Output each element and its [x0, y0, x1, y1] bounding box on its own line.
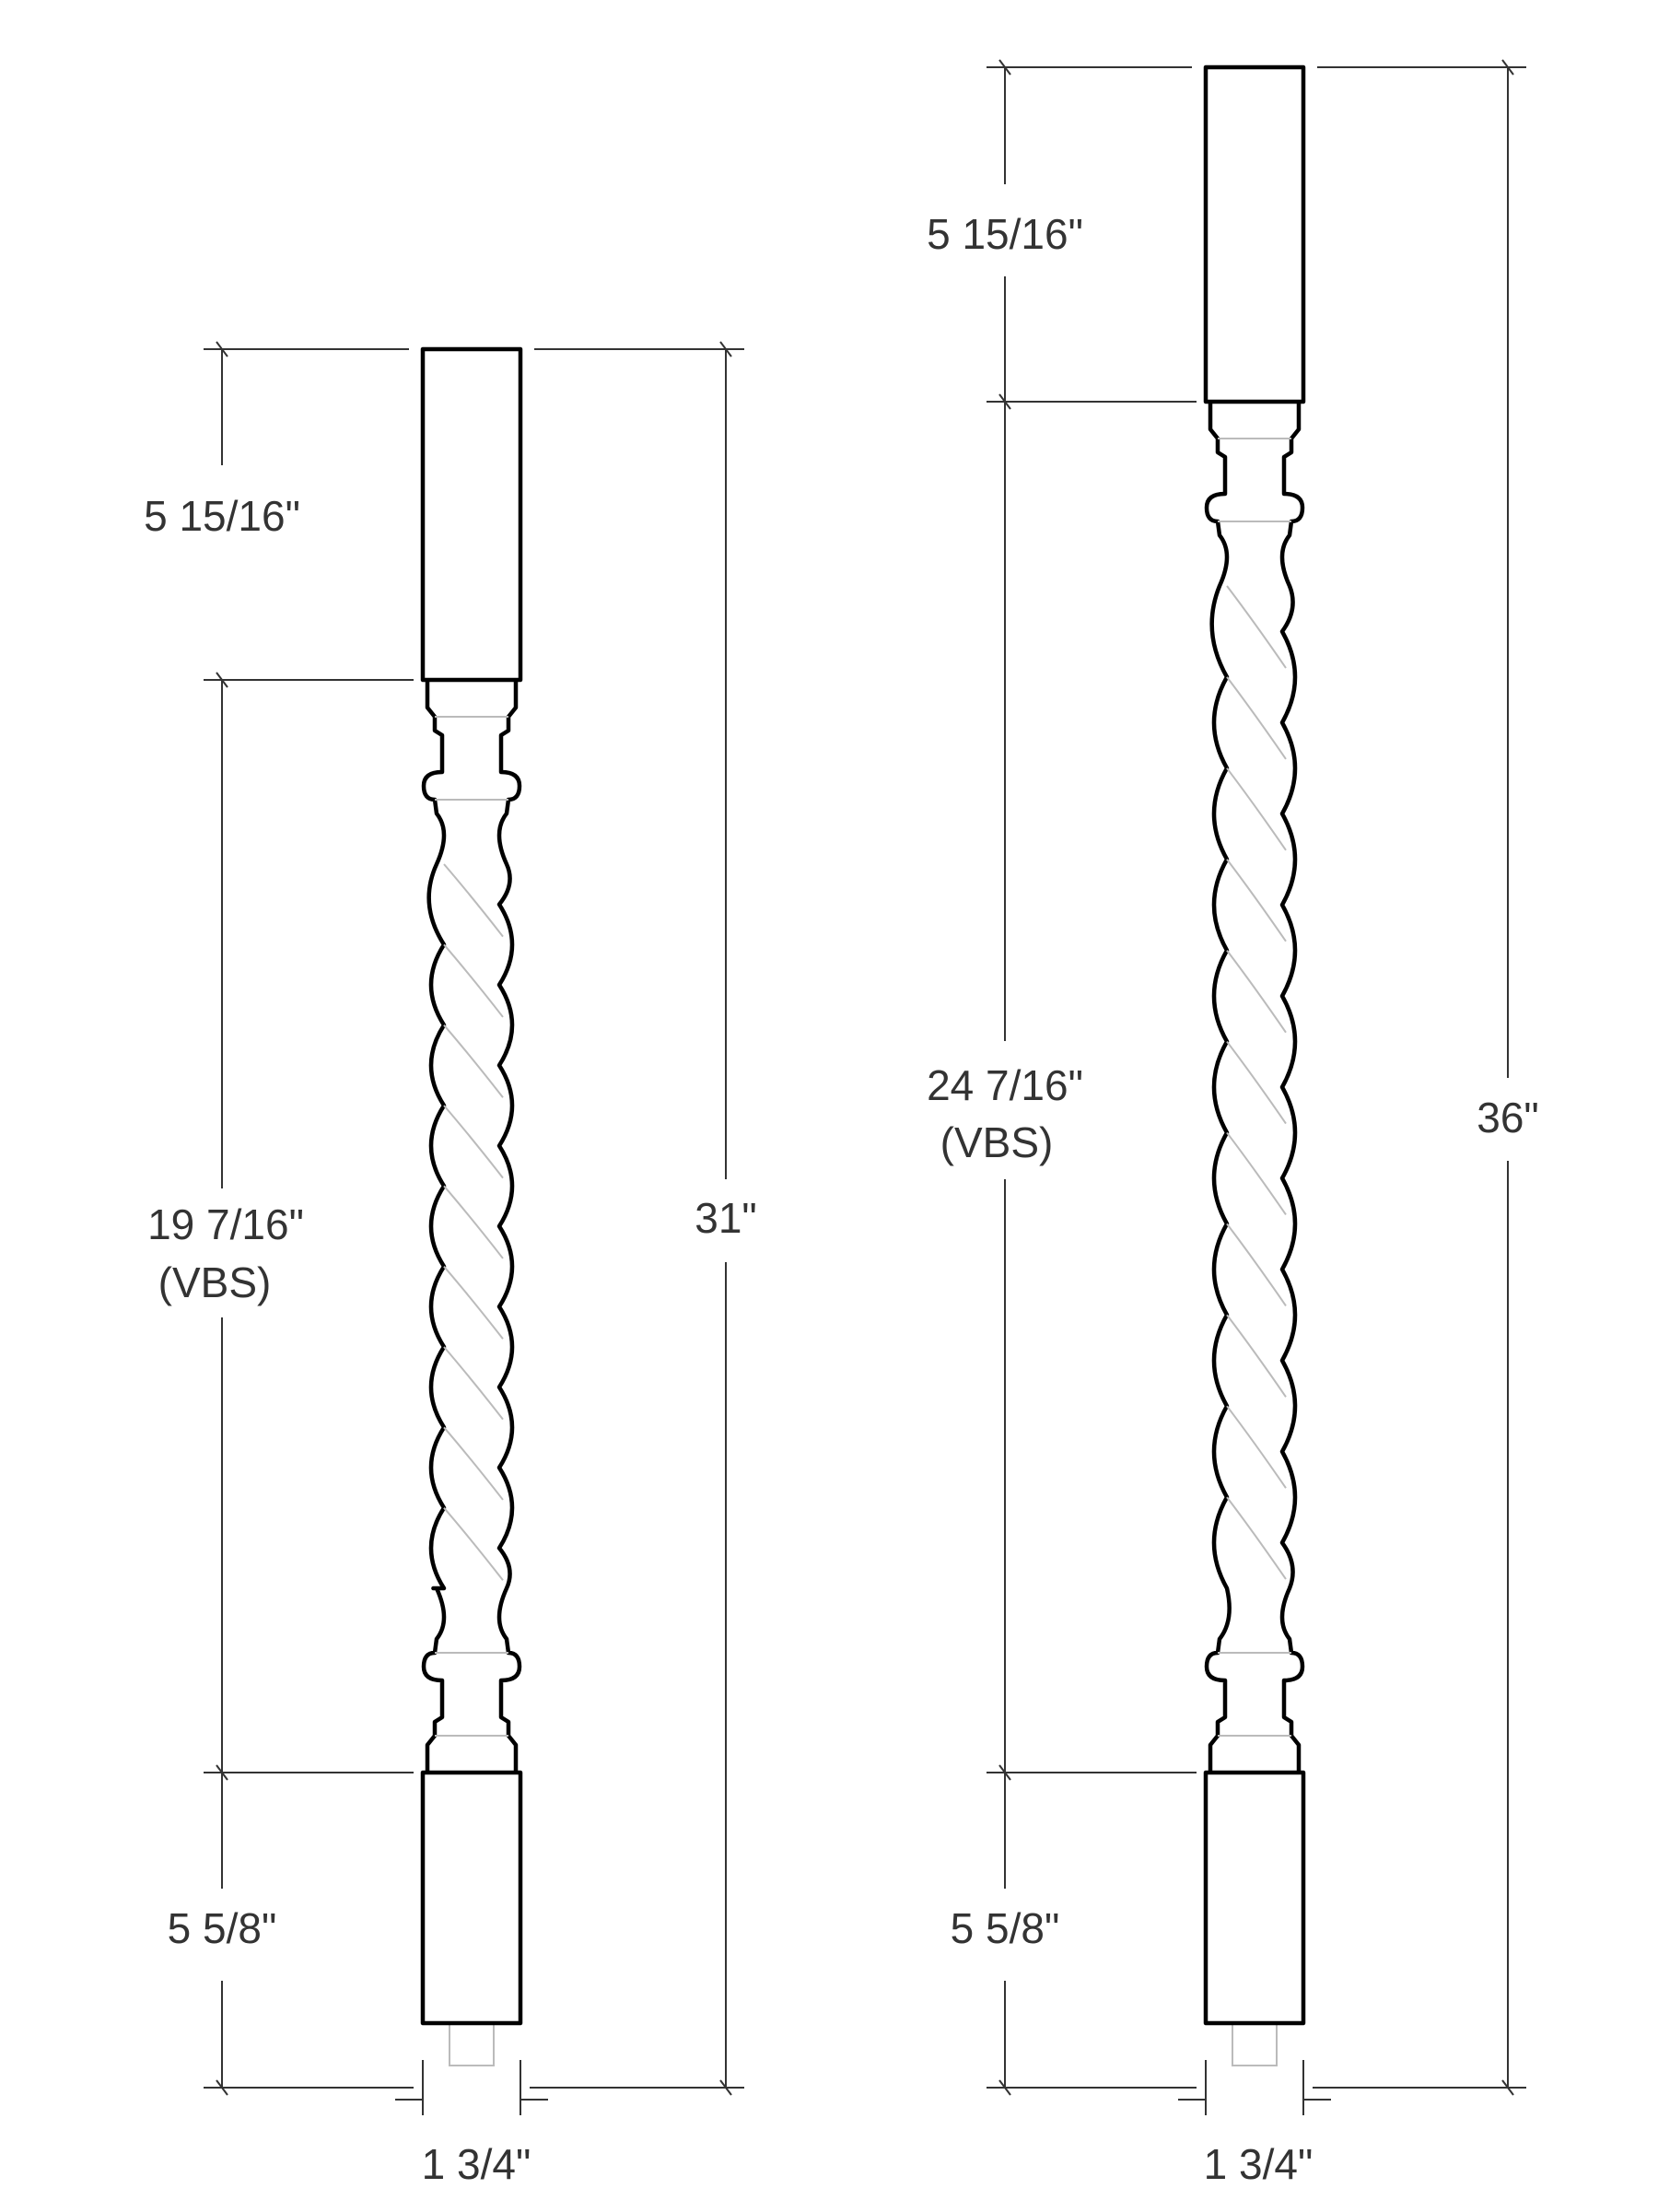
twist-spiral-lines [443, 863, 504, 1581]
bottom-block-label: 5 5/8" [951, 1904, 1060, 1952]
bottom-block [420, 1770, 523, 2026]
width-label: 1 3/4" [422, 2140, 531, 2188]
dowel-pin [1232, 2022, 1278, 2066]
vbs-label: 19 7/16" [147, 1200, 304, 1248]
top-block-label: 5 15/16" [144, 492, 300, 540]
top-block [1203, 64, 1306, 404]
turning-rings [435, 716, 508, 1737]
overall-height-label: 31" [695, 1194, 757, 1242]
vbs-label: 24 7/16" [927, 1061, 1083, 1109]
width-label: 1 3/4" [1204, 2140, 1314, 2188]
overall-height-label: 36" [1477, 1094, 1539, 1141]
dowel-pin [449, 2022, 495, 2066]
twist-right-profile [496, 680, 522, 1773]
top-block-label: 5 15/16" [927, 210, 1083, 258]
top-block [420, 346, 523, 683]
twist-right-profile [1279, 402, 1305, 1773]
twist-left-profile [1204, 402, 1232, 1773]
vbs-note-label: (VBS) [158, 1258, 272, 1306]
baluster-36-inch: 5 15/16" 24 7/16" (VBS) 36" 5 5/8" 1 3/4… [927, 59, 1539, 2188]
vbs-note-label: (VBS) [940, 1118, 1054, 1166]
twist-spiral-lines [1226, 585, 1287, 1580]
bottom-block-label: 5 5/8" [168, 1904, 277, 1952]
baluster-31-inch: 5 15/16" 19 7/16" (VBS) 31" 5 5/8" 1 3/4… [144, 341, 757, 2188]
twist-left-profile [421, 680, 447, 1773]
turning-rings [1218, 438, 1291, 1737]
bottom-block [1203, 1770, 1306, 2026]
